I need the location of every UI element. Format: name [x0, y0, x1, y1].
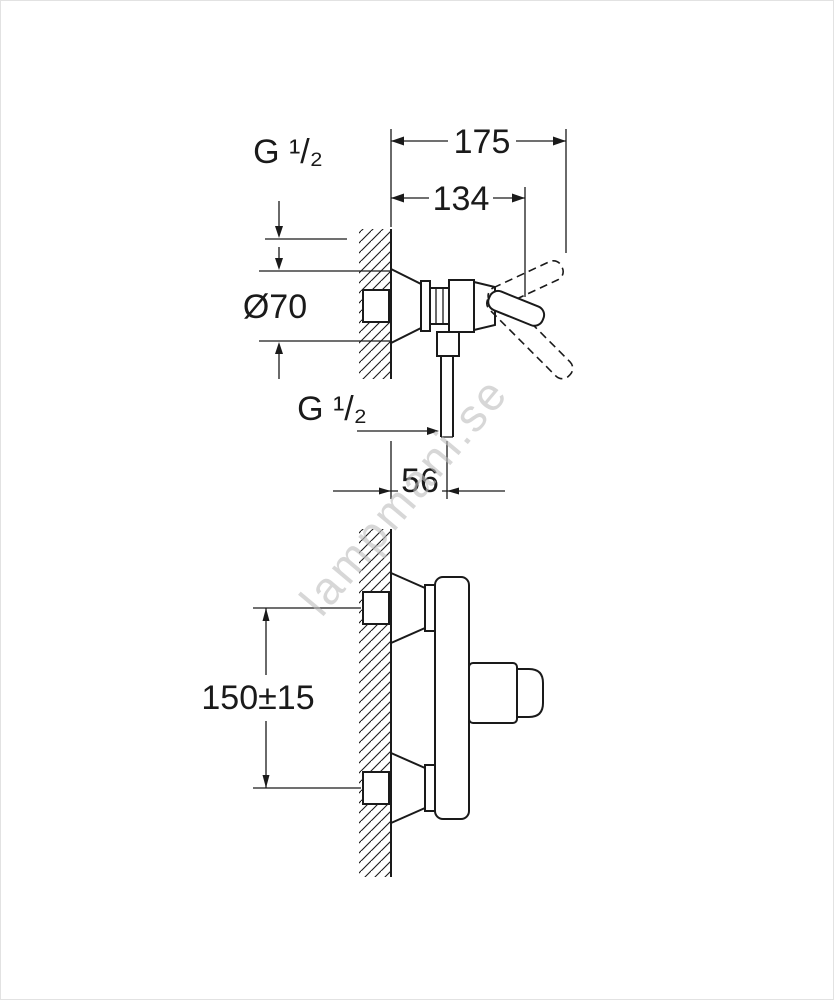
front-view: 150±15 — [201, 529, 544, 877]
mixer-body — [434, 576, 470, 820]
escutcheon-top — [390, 571, 436, 645]
supply-elbow-bottom — [362, 771, 390, 805]
shower-outlet — [436, 331, 460, 438]
union-nut — [429, 287, 450, 325]
dim-total-depth: 175 — [454, 123, 511, 161]
supply-elbow-top — [362, 591, 390, 625]
cartridge-and-lever — [468, 662, 544, 724]
valve-body — [448, 279, 496, 333]
lever-dashed-down — [486, 292, 574, 380]
dim-body-depth: 134 — [433, 180, 490, 218]
side-view: 175 134 G ¹/₂ Ø70 — [243, 123, 574, 500]
dim-connection-spacing: 150±15 — [201, 679, 314, 717]
escutcheon-bottom — [390, 751, 436, 825]
dim-escutcheon-diameter: Ø70 — [243, 288, 307, 326]
side-view-dimensions: 175 134 G ¹/₂ Ø70 — [243, 123, 567, 500]
thread-size-bottom-label: G ¹/₂ — [297, 390, 367, 428]
escutcheon — [390, 267, 431, 345]
dim-outlet-offset: 56 — [401, 462, 439, 500]
lever-handle — [487, 289, 546, 327]
wall-section — [359, 529, 392, 877]
thread-size-top-label: G ¹/₂ — [253, 133, 323, 171]
front-view-dimensions: 150±15 — [201, 607, 361, 789]
supply-elbow — [362, 289, 390, 323]
